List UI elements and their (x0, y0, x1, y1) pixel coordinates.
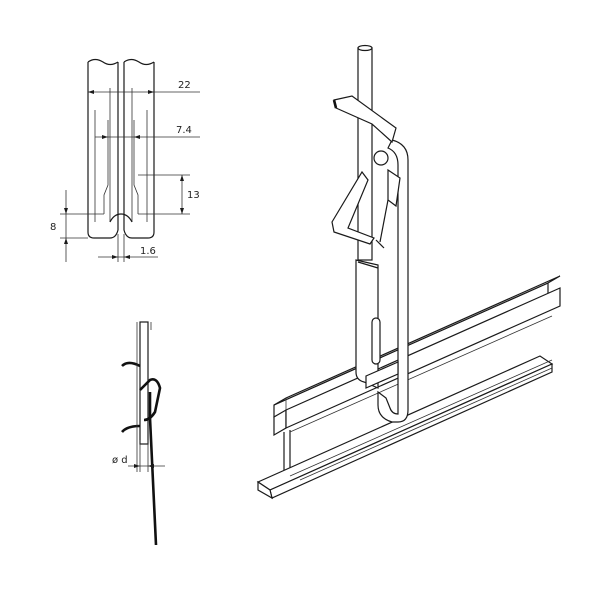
dim-label-7-4: 7.4 (176, 125, 192, 136)
dim-label-8: 8 (50, 222, 56, 233)
iso-hanger-clip (331, 44, 409, 423)
dimension-lines (60, 90, 200, 262)
dim-label-22: 22 (178, 80, 191, 91)
iso-rail (256, 275, 561, 500)
front-view-clip (87, 58, 155, 239)
dim-label-diameter: ø d (112, 455, 128, 466)
side-view-clip (121, 321, 165, 546)
dim-label-1-6: 1.6 (140, 246, 156, 257)
dim-label-13: 13 (187, 190, 200, 201)
